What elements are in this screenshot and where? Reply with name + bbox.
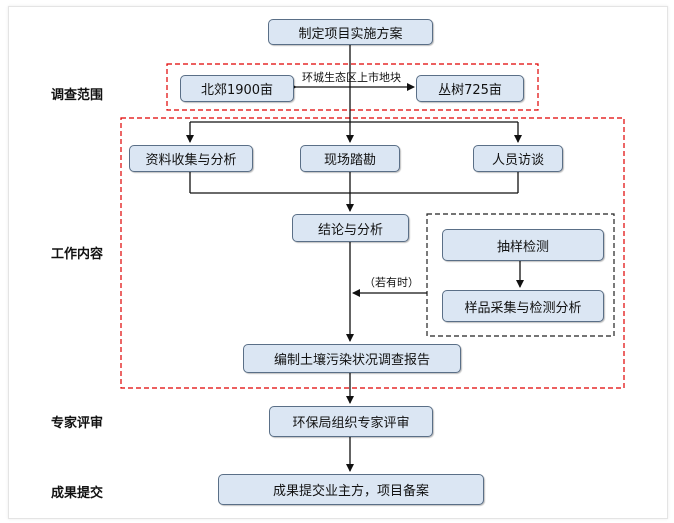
stage-label-submission: 成果提交 [51,486,104,501]
if-needed-note: （若有时） [364,276,419,289]
sample-analysis-box: 样品采集与检测分析 [442,290,604,322]
site-survey-box: 现场踏勘 [300,145,400,172]
data-collection-box: 资料收集与分析 [129,145,253,172]
congshu-plot-box: 丛树725亩 [416,75,524,102]
conclusion-box: 结论与分析 [292,214,409,242]
north-plot-box: 北郊1900亩 [180,75,294,102]
stage-label-survey-scope: 调查范围 [51,88,104,103]
submission-box: 成果提交业主方，项目备案 [218,474,484,505]
survey-scope-region [166,63,539,111]
plot-label: 环城生态区上市地块 [302,71,401,84]
report-box: 编制土壤污染状况调查报告 [243,344,461,373]
stage-label-work-content: 工作内容 [51,247,104,262]
interview-box: 人员访谈 [473,145,563,172]
sampling-region [426,213,615,337]
stage-label-expert-review: 专家评审 [51,416,104,431]
work-content-region [120,117,625,389]
expert-review-box: 环保局组织专家评审 [269,406,433,437]
plan-box: 制定项目实施方案 [268,19,433,45]
sampling-box: 抽样检测 [442,229,604,261]
